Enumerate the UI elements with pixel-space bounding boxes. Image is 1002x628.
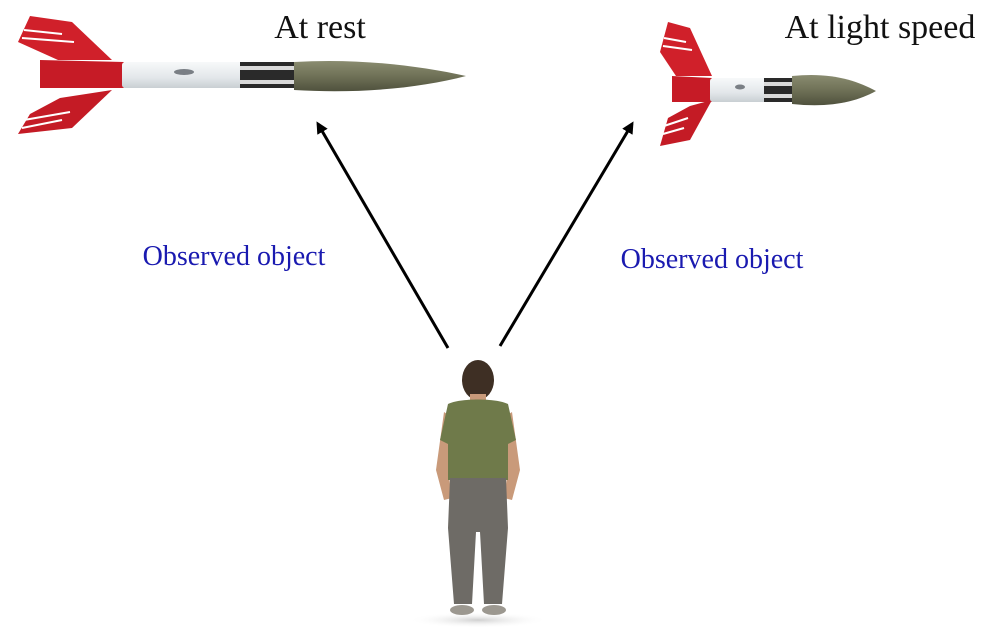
rocket-at-light-speed-icon	[660, 22, 876, 146]
right-observation-arrow	[498, 121, 634, 347]
at-rest-title: At rest	[274, 9, 366, 46]
right-observed-object-label: Observed object	[621, 244, 804, 275]
at-light-speed-title: At light speed	[785, 9, 976, 46]
person-observer-icon	[408, 360, 548, 628]
left-observed-object-label: Observed object	[143, 241, 326, 272]
rocket-at-rest-icon	[18, 16, 466, 134]
left-observation-arrow	[316, 121, 450, 349]
